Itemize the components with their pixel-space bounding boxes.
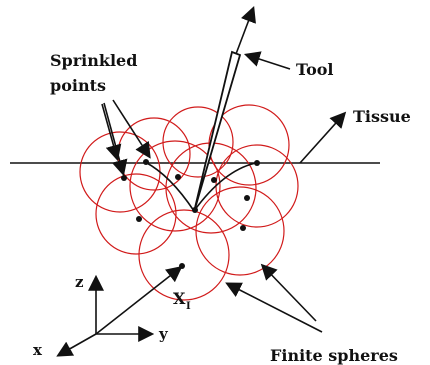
- deformation-line-left: [144, 161, 195, 212]
- axis-y-label: y: [158, 325, 169, 343]
- tool: [193, 6, 256, 213]
- sprinkled-point: [121, 175, 127, 181]
- coordinate-axes: [56, 266, 183, 357]
- sphere: [138, 209, 230, 301]
- tool-label: Tool: [296, 60, 334, 79]
- sphere: [215, 144, 299, 228]
- finite-spheres-callout-2: [225, 282, 323, 333]
- tissue-deformation: [144, 161, 257, 212]
- sprinkled-label-line1: Sprinkled: [50, 51, 137, 70]
- sprinkled-point: [175, 174, 181, 180]
- sphere: [129, 140, 221, 232]
- tool-callout-line: [243, 51, 291, 70]
- tissue-label: Tissue: [353, 107, 411, 126]
- sprinkled-point: [211, 177, 217, 183]
- sprinkled-point: [244, 195, 250, 201]
- axis-z-label: z: [75, 273, 84, 291]
- position-vector-line: [95, 266, 183, 335]
- axis-x-line: [56, 333, 97, 357]
- axis-x-label: x: [33, 341, 43, 359]
- finite-spheres-label: Finite spheres: [270, 346, 398, 365]
- callouts: [101, 51, 347, 333]
- xi-label-subscript: I: [186, 301, 191, 312]
- sphere: [162, 106, 234, 178]
- xi-label-main: X: [173, 289, 186, 308]
- sprinkled-callout-3: [101, 103, 122, 162]
- sprinkled-points-group: [121, 159, 260, 269]
- tool-arrow: [235, 6, 256, 55]
- sprinkled-label-line2: points: [50, 76, 106, 95]
- deformation-line-right: [193, 162, 257, 212]
- sprinkled-point: [254, 160, 260, 166]
- tissue-callout-line: [299, 111, 347, 164]
- sprinkled-point: [136, 216, 142, 222]
- sprinkled-point: [240, 225, 246, 231]
- sprinkled-callout-1: [103, 102, 128, 177]
- sprinkled-callout-2: [112, 99, 151, 159]
- sphere: [95, 173, 177, 255]
- finite-spheres-callout-1: [260, 263, 317, 322]
- sphere: [195, 186, 285, 276]
